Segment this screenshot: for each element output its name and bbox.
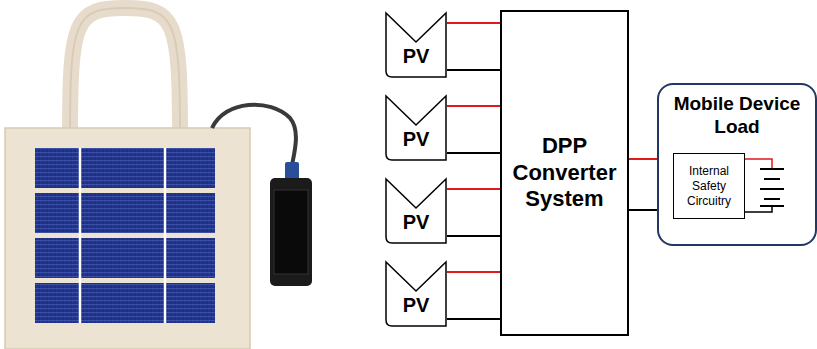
pv-module: PV [385,178,447,244]
pv-module: PV [385,261,447,327]
converter-box: DPP Converter System [500,10,629,336]
wire [447,188,500,190]
wire [447,271,500,273]
wire [447,318,500,320]
wire [447,69,500,71]
wire [447,105,500,107]
node-label: Internal Safety Circuitry [677,164,741,209]
wire [447,22,500,24]
node-label: PV [403,211,430,234]
wire [447,152,500,154]
pv-module: PV [385,12,447,78]
pv-module: PV [385,95,447,161]
device-load-box: Mobile Device LoadInternal Safety Circui… [657,83,817,246]
load-heading: Mobile Device Load [659,93,815,139]
node-label: DPP Converter System [508,133,621,212]
node-label: PV [403,294,430,317]
node-label: PV [403,45,430,68]
safety-circuit-box: Internal Safety Circuitry [673,153,745,219]
node-label: PV [403,128,430,151]
wire [447,235,500,237]
